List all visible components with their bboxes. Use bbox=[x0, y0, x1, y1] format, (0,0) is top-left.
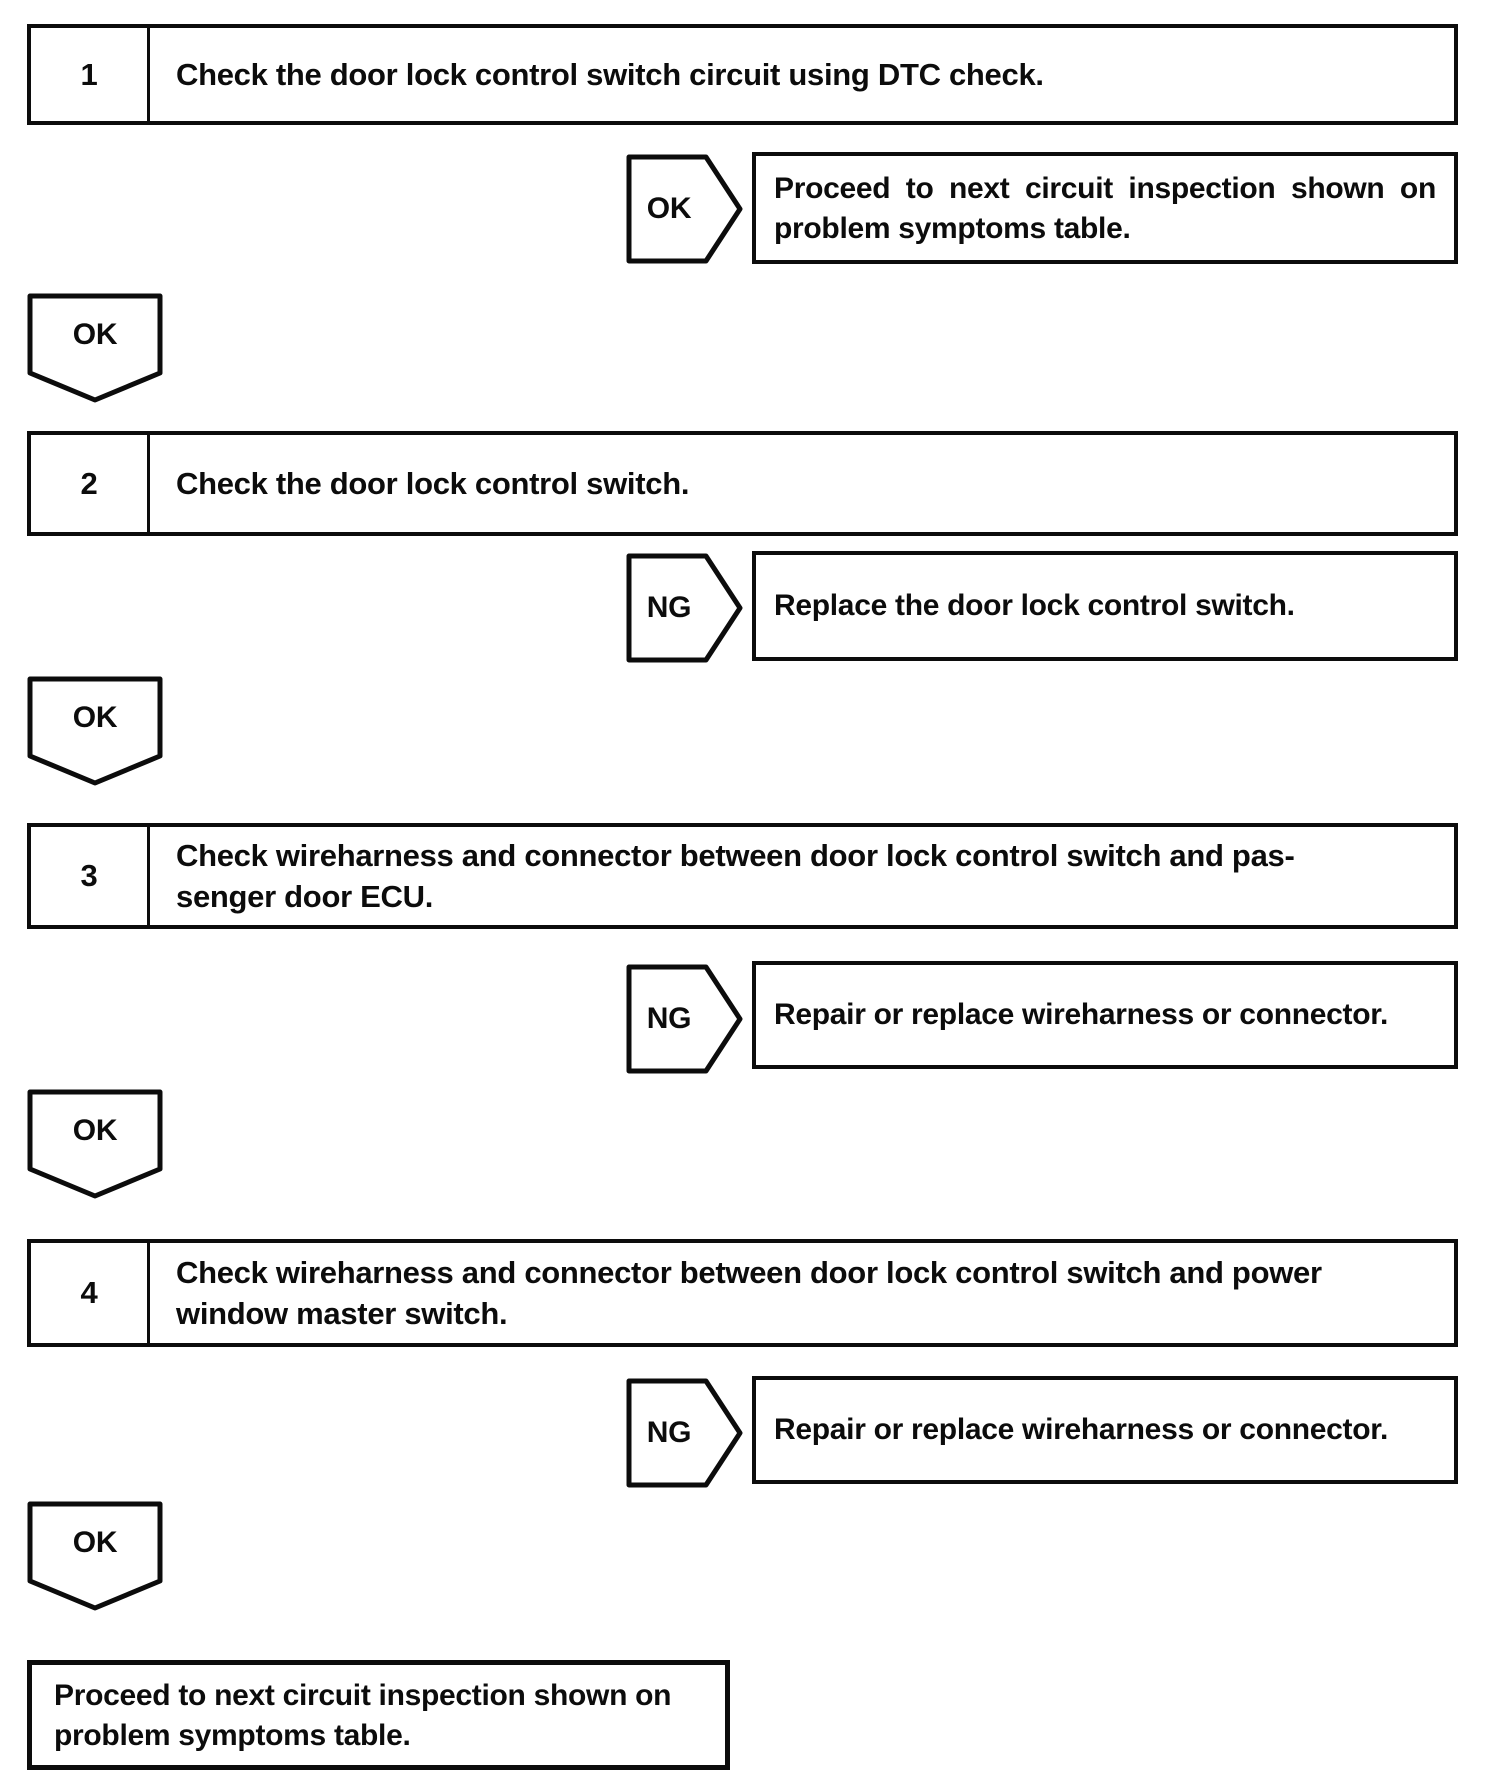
result-box-4: Repair or replace wireharness or connect… bbox=[752, 1376, 1458, 1484]
step-box-2: 2 Check the door lock control switch. bbox=[27, 431, 1458, 536]
ok-chevron-right-icon: OK bbox=[626, 154, 744, 264]
end-text-line: problem symptoms table. bbox=[54, 1719, 411, 1752]
step-instruction-line: Check the door lock control switch circu… bbox=[176, 57, 1044, 92]
branch-label: OK bbox=[646, 192, 692, 225]
step-box-3: 3 Check wireharness and connector betwee… bbox=[27, 823, 1458, 929]
step-instruction-line: Check the door lock control switch. bbox=[176, 466, 690, 501]
step-box-4: 4 Check wireharness and connector betwee… bbox=[27, 1239, 1458, 1347]
step-number: 4 bbox=[31, 1243, 150, 1343]
branch-label: NG bbox=[646, 591, 692, 624]
chevron-right-shape bbox=[626, 154, 743, 264]
step-number: 1 bbox=[31, 28, 150, 121]
end-text-line: Proceed to next circuit inspection shown… bbox=[54, 1679, 672, 1712]
chevron-right-shape bbox=[626, 964, 743, 1074]
ok-arrow-down-icon: OK bbox=[27, 293, 163, 405]
step-instruction-line: window master switch. bbox=[176, 1296, 508, 1331]
result-text-line: Replace the door lock control switch. bbox=[774, 589, 1295, 622]
connector-label: OK bbox=[72, 701, 118, 734]
connector-label: OK bbox=[72, 1114, 118, 1147]
step-instruction: Check the door lock control switch circu… bbox=[150, 28, 1454, 121]
pentagon-down-shape bbox=[27, 1501, 163, 1611]
end-box: Proceed to next circuit inspection shown… bbox=[27, 1660, 730, 1770]
result-box-1: Proceed to next circuit inspection shown… bbox=[752, 152, 1458, 264]
result-box-2: Replace the door lock control switch. bbox=[752, 551, 1458, 661]
result-text-line: problem symptoms table. bbox=[774, 212, 1131, 245]
step-instruction: Check the door lock control switch. bbox=[150, 435, 1454, 532]
ng-chevron-right-icon: NG bbox=[626, 553, 744, 663]
ok-arrow-down-icon: OK bbox=[27, 1501, 163, 1613]
result-text-line: Repair or replace wireharness or connect… bbox=[774, 1413, 1389, 1446]
step-instruction-line: Check wireharness and connector between … bbox=[176, 1255, 1322, 1290]
branch-label: NG bbox=[646, 1002, 692, 1035]
chevron-right-shape bbox=[626, 1378, 743, 1488]
result-box-3: Repair or replace wireharness or connect… bbox=[752, 961, 1458, 1069]
step-instruction: Check wireharness and connector between … bbox=[150, 1243, 1454, 1343]
step-box-1: 1 Check the door lock control switch cir… bbox=[27, 24, 1458, 125]
pentagon-down-shape bbox=[27, 293, 163, 403]
connector-label: OK bbox=[72, 1526, 118, 1559]
pentagon-down-shape bbox=[27, 1089, 163, 1199]
step-instruction-line: Check wireharness and connector between … bbox=[176, 838, 1295, 873]
ok-arrow-down-icon: OK bbox=[27, 676, 163, 788]
ng-chevron-right-icon: NG bbox=[626, 1378, 744, 1488]
result-text-line: Proceed to next circuit inspection shown… bbox=[774, 172, 1436, 205]
branch-label: NG bbox=[646, 1416, 692, 1449]
pentagon-down-shape bbox=[27, 676, 163, 786]
step-instruction: Check wireharness and connector between … bbox=[150, 827, 1454, 925]
chevron-right-shape bbox=[626, 553, 743, 663]
connector-label: OK bbox=[72, 318, 118, 351]
step-number: 3 bbox=[31, 827, 150, 925]
step-instruction-line: senger door ECU. bbox=[176, 879, 434, 914]
result-text-line: Repair or replace wireharness or connect… bbox=[774, 998, 1389, 1031]
ng-chevron-right-icon: NG bbox=[626, 964, 744, 1074]
step-number: 2 bbox=[31, 435, 150, 532]
ok-arrow-down-icon: OK bbox=[27, 1089, 163, 1201]
